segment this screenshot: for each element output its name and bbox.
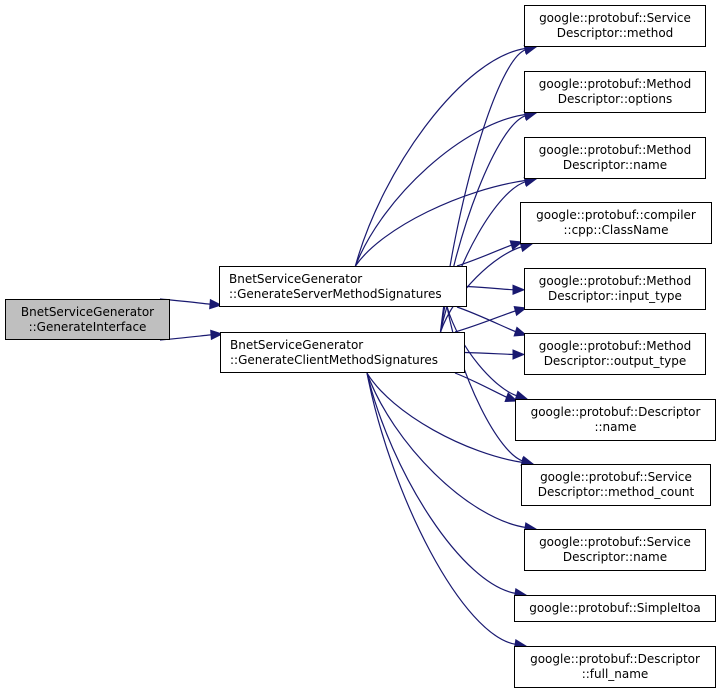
node-label: google::protobuf::compiler xyxy=(536,208,696,222)
node-label: ::GenerateInterface xyxy=(28,319,147,334)
edge-server-to-md_options xyxy=(354,113,527,267)
edge-server-to-md_output xyxy=(456,306,517,333)
edge-client-to-md_input xyxy=(454,310,517,333)
node-label: google::protobuf::SimpleItoa xyxy=(529,601,701,615)
node-client[interactable]: BnetServiceGenerator ::GenerateClientMet… xyxy=(220,332,465,373)
node-root[interactable]: BnetServiceGenerator ::GenerateInterface xyxy=(5,299,170,340)
node-descriptor-full-name[interactable]: google::protobuf::Descriptor ::full_name xyxy=(514,646,716,688)
node-sd-method-count[interactable]: google::protobuf::Service Descriptor::me… xyxy=(521,464,711,506)
node-label: google::protobuf::Method xyxy=(538,339,692,353)
node-md-name[interactable]: google::protobuf::Method Descriptor::nam… xyxy=(524,137,706,179)
arrowhead-icon xyxy=(512,349,526,360)
node-label: BnetServiceGenerator xyxy=(229,271,363,286)
edge-client-to-d_name xyxy=(454,372,508,399)
node-label: Descriptor::method_count xyxy=(537,485,695,499)
arrowhead-icon xyxy=(210,329,224,341)
node-label: Descriptor::name xyxy=(562,550,668,564)
node-label: BnetServiceGenerator xyxy=(230,337,364,352)
edge-client-to-sd_name xyxy=(366,372,527,529)
node-label: Descriptor::input_type xyxy=(548,289,682,303)
node-label: google::protobuf::Service xyxy=(539,535,691,549)
arrowhead-icon xyxy=(209,298,223,310)
node-simple-itoa[interactable]: google::protobuf::SimpleItoa xyxy=(514,595,716,622)
arrowhead-icon xyxy=(513,326,528,337)
node-label: Descriptor::options xyxy=(557,92,673,106)
edge-server-to-md_name xyxy=(354,179,527,267)
arrowhead-icon xyxy=(509,240,524,251)
node-label: google::protobuf::Method xyxy=(538,77,692,91)
edge-client-to-d_fullname xyxy=(366,372,517,646)
node-label: ::GenerateServerMethodSignatures xyxy=(229,286,442,301)
edge-client-to-sd_count xyxy=(366,372,524,464)
node-server[interactable]: BnetServiceGenerator ::GenerateServerMet… xyxy=(219,266,467,307)
edge-server-to-sd_method xyxy=(354,47,527,267)
node-label: ::name xyxy=(594,420,637,434)
node-label: google::protobuf::Service xyxy=(540,470,692,484)
node-md-output-type[interactable]: google::protobuf::Method Descriptor::out… xyxy=(524,333,706,375)
node-label: ::cpp::ClassName xyxy=(563,223,669,237)
arrowhead-icon xyxy=(513,305,528,317)
edge-client-to-md_name xyxy=(439,180,527,333)
edge-client-to-md_output xyxy=(464,351,515,356)
node-label: BnetServiceGenerator xyxy=(20,304,155,319)
node-label: ::GenerateClientMethodSignatures xyxy=(230,352,439,367)
node-label: Descriptor::method xyxy=(556,26,674,40)
node-md-input-type[interactable]: google::protobuf::Method Descriptor::inp… xyxy=(524,268,706,310)
node-descriptor-name[interactable]: google::protobuf::Descriptor ::name xyxy=(515,399,716,441)
node-label: google::protobuf::Descriptor xyxy=(530,652,700,666)
edge-client-to-classname xyxy=(439,246,523,333)
node-classname[interactable]: google::protobuf::compiler ::cpp::ClassN… xyxy=(520,202,712,244)
node-sd-method[interactable]: google::protobuf::Service Descriptor::me… xyxy=(524,5,706,47)
node-label: google::protobuf::Method xyxy=(538,274,692,288)
node-label: Descriptor::name xyxy=(562,158,668,172)
node-label: google::protobuf::Service xyxy=(539,11,691,25)
node-sd-name[interactable]: google::protobuf::Service Descriptor::na… xyxy=(524,529,706,571)
edge-server-to-md_input xyxy=(466,285,515,291)
node-label: Descriptor::output_type xyxy=(543,354,687,368)
node-label: ::full_name xyxy=(581,667,649,681)
node-label: google::protobuf::Method xyxy=(538,143,692,157)
node-label: google::protobuf::Descriptor xyxy=(530,405,701,419)
node-md-options[interactable]: google::protobuf::Method Descriptor::opt… xyxy=(524,71,706,113)
edge-client-to-itoa xyxy=(366,372,517,595)
arrowhead-icon xyxy=(504,392,519,403)
arrowhead-icon xyxy=(512,284,526,295)
edge-server-to-d_name xyxy=(446,306,518,397)
